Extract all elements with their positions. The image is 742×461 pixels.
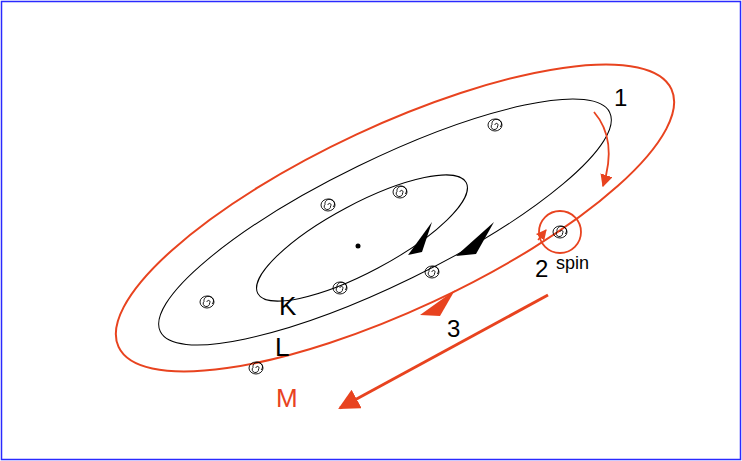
- electron: [321, 199, 335, 211]
- electron: [553, 226, 567, 238]
- electron: [393, 186, 407, 198]
- callout-number: 2: [535, 257, 548, 281]
- orbit-arrow: [420, 290, 455, 316]
- shell-label: K: [279, 293, 296, 319]
- nucleus: [356, 244, 361, 249]
- orbit-k: [242, 153, 482, 324]
- electron: [425, 266, 439, 278]
- motion-arrow: [340, 295, 548, 408]
- spin-circle: [539, 211, 581, 253]
- orbit-l: [133, 57, 637, 388]
- electron: [333, 282, 347, 294]
- electron: [249, 362, 263, 374]
- callout-number: 3: [447, 317, 460, 341]
- direction-arrow: [456, 222, 494, 256]
- spin-label: spin: [556, 254, 589, 272]
- electron: [200, 296, 214, 308]
- rotation-arrow: [594, 112, 609, 186]
- spin-arrow: [538, 230, 546, 240]
- shell-label: M: [276, 385, 298, 411]
- orbit-m: [80, 6, 711, 431]
- direction-arrow: [408, 222, 432, 255]
- callout-number: 1: [614, 86, 627, 110]
- shell-label: L: [275, 334, 289, 360]
- electron: [488, 119, 502, 131]
